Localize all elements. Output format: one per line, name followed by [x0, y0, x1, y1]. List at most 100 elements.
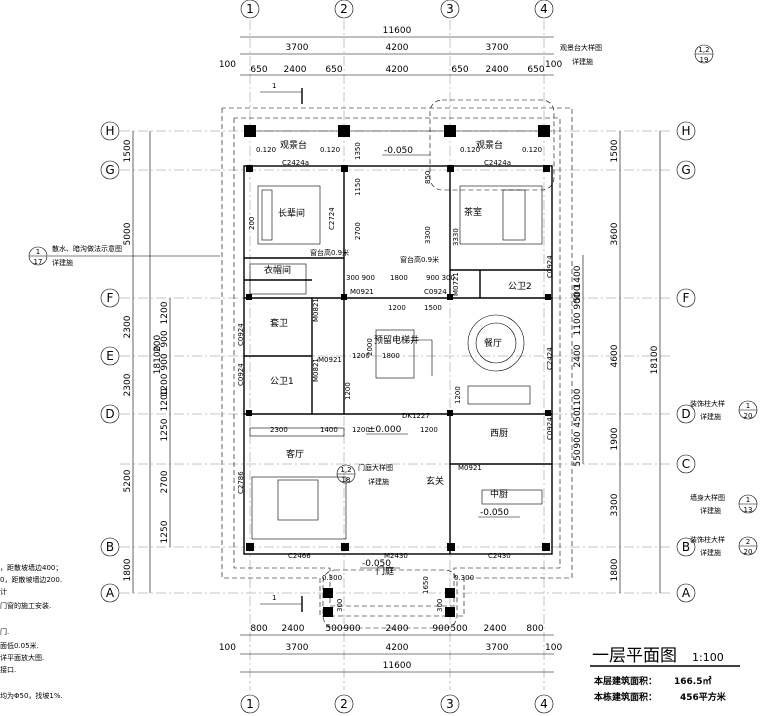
svg-text:1800: 1800 — [382, 352, 400, 360]
title-block: 一层平面图 1:100 本层建筑面积： 166.5㎡ 本栋建筑面积： 456平方… — [590, 646, 740, 703]
opening-labels: C2424a C2424a C2724 M0921 M0921 M0921 M0… — [237, 82, 554, 612]
svg-text:1800: 1800 — [610, 558, 620, 581]
svg-text:1: 1 — [746, 496, 750, 504]
svg-text:3600: 3600 — [610, 222, 620, 245]
svg-text:2400: 2400 — [386, 624, 409, 634]
svg-text:0.120: 0.120 — [256, 146, 276, 154]
svg-text:166.5㎡: 166.5㎡ — [674, 675, 711, 687]
svg-text:2300: 2300 — [270, 426, 288, 434]
svg-text:D: D — [681, 407, 690, 421]
svg-text:1200: 1200 — [160, 373, 170, 396]
svg-text:1200: 1200 — [160, 301, 170, 324]
svg-text:D: D — [105, 407, 114, 421]
svg-text:20: 20 — [744, 412, 753, 420]
svg-text:5000: 5000 — [123, 222, 133, 245]
svg-text:3300: 3300 — [424, 226, 432, 244]
room-closet: 衣帽间 — [264, 264, 291, 276]
callout-right-2: 墙身大样图 详建施 1 13 — [690, 493, 758, 515]
svg-text:-0.050: -0.050 — [362, 559, 391, 569]
svg-text:，距散坡墙边400；: ，距散坡墙边400； — [0, 563, 62, 572]
svg-text:0.300: 0.300 — [322, 574, 342, 582]
svg-text:1100: 1100 — [573, 312, 583, 335]
svg-text:100: 100 — [219, 60, 236, 70]
svg-text:详建施: 详建施 — [52, 258, 73, 267]
svg-text:1500: 1500 — [123, 139, 133, 162]
svg-text:2700: 2700 — [160, 470, 170, 493]
svg-text:11600: 11600 — [383, 661, 412, 671]
svg-text:装饰柱大样: 装饰柱大样 — [690, 535, 725, 544]
svg-text:100: 100 — [219, 643, 236, 653]
svg-text:850: 850 — [424, 171, 432, 184]
callout-right-3: 装饰柱大样 详建施 2 20 — [690, 535, 758, 557]
svg-text:C2424: C2424 — [546, 347, 554, 370]
svg-text:1: 1 — [246, 697, 254, 711]
svg-text:M0921: M0921 — [458, 464, 482, 472]
svg-text:4200: 4200 — [386, 643, 409, 653]
svg-text:900: 900 — [343, 624, 360, 634]
svg-text:1200: 1200 — [344, 382, 352, 400]
axis-bubbles-top: 1 2 3 4 — [240, 0, 554, 19]
svg-text:18: 18 — [342, 476, 351, 484]
svg-text:详建施: 详建施 — [700, 506, 721, 515]
svg-text:200: 200 — [153, 335, 163, 352]
svg-text:650: 650 — [527, 65, 544, 75]
svg-text:650: 650 — [250, 65, 267, 75]
svg-text:装饰柱大样: 装饰柱大样 — [690, 399, 725, 408]
svg-text:详平面放大图.: 详平面放大图. — [0, 653, 44, 662]
svg-text:2: 2 — [340, 2, 348, 16]
furniture — [249, 185, 543, 540]
svg-text:1250: 1250 — [160, 418, 170, 441]
svg-text:650: 650 — [451, 65, 468, 75]
room-tea: 茶室 — [464, 206, 482, 218]
svg-text:300: 300 — [336, 599, 344, 612]
svg-text:3700: 3700 — [486, 43, 509, 53]
svg-text:2700: 2700 — [354, 222, 362, 240]
svg-text:详建施: 详建施 — [700, 412, 721, 421]
svg-text:B: B — [106, 540, 114, 554]
room-public-bath2: 公卫2 — [508, 281, 532, 292]
drawing-title: 一层平面图 — [592, 646, 677, 666]
room-viewing-right: 观景台 — [476, 139, 503, 151]
axis-bubbles-left: H G F E D B A — [100, 121, 120, 603]
svg-text:18100: 18100 — [650, 345, 660, 374]
svg-text:3700: 3700 — [286, 643, 309, 653]
walls — [243, 130, 553, 555]
room-master-bed: 长辈间 — [278, 207, 305, 219]
svg-text:3700: 3700 — [286, 43, 309, 53]
svg-text:1: 1 — [746, 402, 750, 410]
svg-text:1200: 1200 — [352, 426, 370, 434]
svg-text:C2466: C2466 — [288, 552, 311, 560]
level-markers: -0.050 ±0.000 -0.050 -0.050 — [360, 146, 520, 569]
svg-text:M0821: M0821 — [312, 298, 320, 322]
svg-text:B: B — [682, 540, 690, 554]
svg-text:11600: 11600 — [383, 26, 412, 36]
svg-text:2400: 2400 — [484, 624, 507, 634]
svg-text:0.120: 0.120 — [320, 146, 340, 154]
svg-text:均为Φ50，找坡1%.: 均为Φ50，找坡1%. — [0, 691, 63, 700]
svg-text:接口.: 接口. — [0, 665, 16, 674]
svg-text:900: 900 — [573, 292, 583, 309]
right-dimensions: 1500 3600 4600 1900 3300 1800 1400 500 9… — [573, 131, 661, 593]
svg-text:-0.050: -0.050 — [384, 146, 413, 156]
svg-text:2: 2 — [746, 538, 750, 546]
svg-text:F: F — [683, 291, 690, 305]
svg-text:500: 500 — [325, 624, 342, 634]
svg-text:C0924: C0924 — [546, 255, 554, 278]
svg-text:门庭大样图: 门庭大样图 — [358, 463, 393, 472]
svg-text:900: 900 — [160, 330, 170, 347]
svg-text:1900: 1900 — [610, 427, 620, 450]
svg-text:4: 4 — [540, 697, 548, 711]
svg-text:2300: 2300 — [123, 373, 133, 396]
room-living: 客厅 — [286, 448, 304, 460]
axis-bubbles-right: H G F D C B A — [676, 121, 696, 603]
svg-text:墙身大样图: 墙身大样图 — [690, 493, 725, 502]
svg-text:5200: 5200 — [123, 469, 133, 492]
svg-text:C2430: C2430 — [488, 552, 511, 560]
svg-text:1200: 1200 — [352, 352, 370, 360]
svg-text:3700: 3700 — [486, 643, 509, 653]
svg-text:100: 100 — [545, 60, 562, 70]
svg-text:2300: 2300 — [123, 315, 133, 338]
svg-text:1: 1 — [272, 82, 276, 90]
svg-text:1400: 1400 — [573, 265, 583, 288]
svg-text:A: A — [106, 586, 115, 600]
